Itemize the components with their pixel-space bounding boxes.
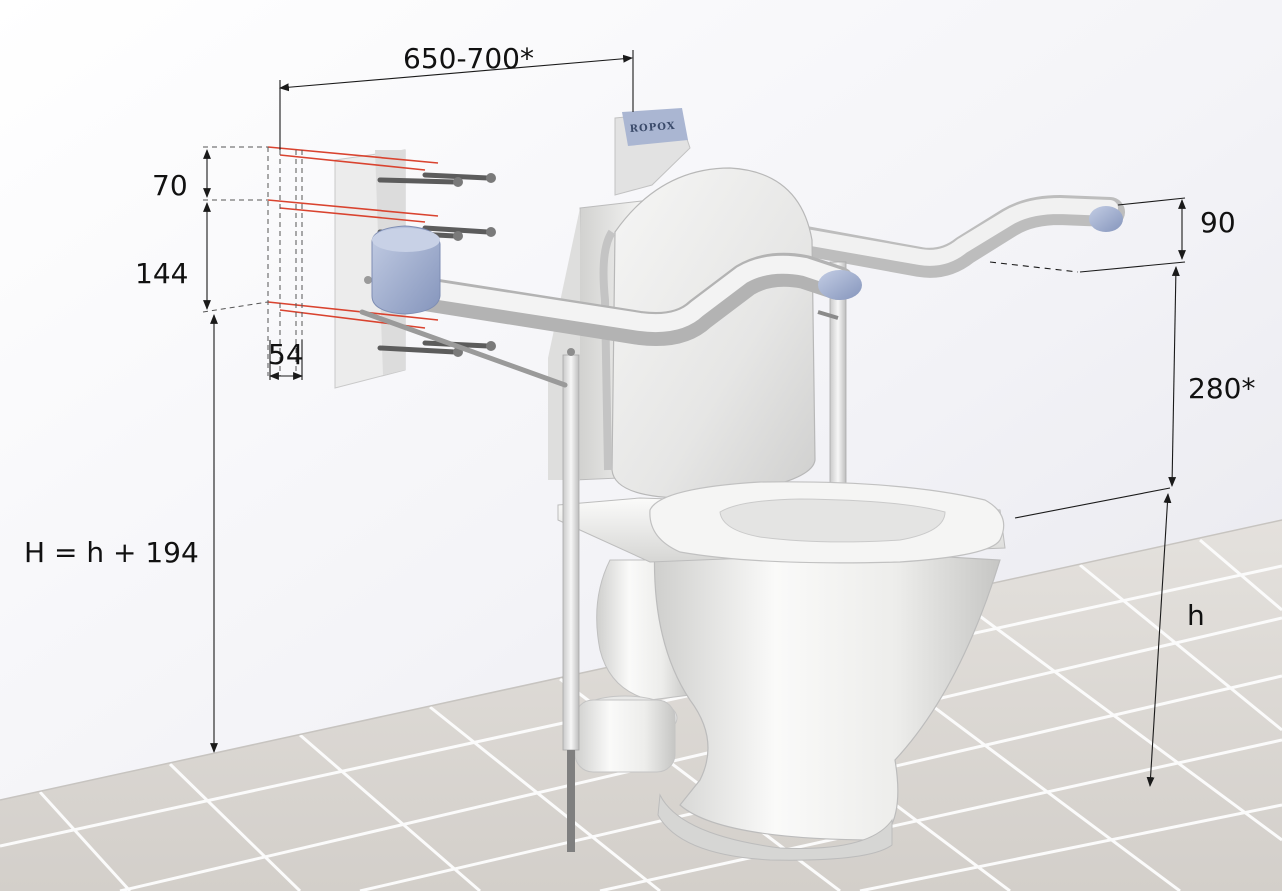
plate-depth-label: 54 [268, 338, 304, 371]
arm-above-seat-label: 280* [1188, 372, 1255, 405]
brand-logo: ROPOX [629, 121, 675, 135]
seat-height-label: h [1187, 599, 1205, 632]
arm-height-label: 90 [1200, 206, 1236, 239]
spacing-mid-label: 144 [135, 257, 188, 290]
toilet-lid [599, 167, 816, 499]
toilet-seat [649, 481, 1005, 564]
mount-height-label: H = h + 194 [24, 536, 199, 569]
brand-plate: ROPOX [614, 108, 691, 196]
front-armrest [371, 225, 862, 347]
dashed-projection-lines [202, 146, 303, 376]
spacing-top-label: 70 [152, 169, 188, 202]
front-support-pole [359, 309, 580, 852]
width-label: 650-700* [403, 42, 534, 75]
rear-armrest [785, 195, 1125, 278]
dimension-lines [203, 50, 1186, 787]
